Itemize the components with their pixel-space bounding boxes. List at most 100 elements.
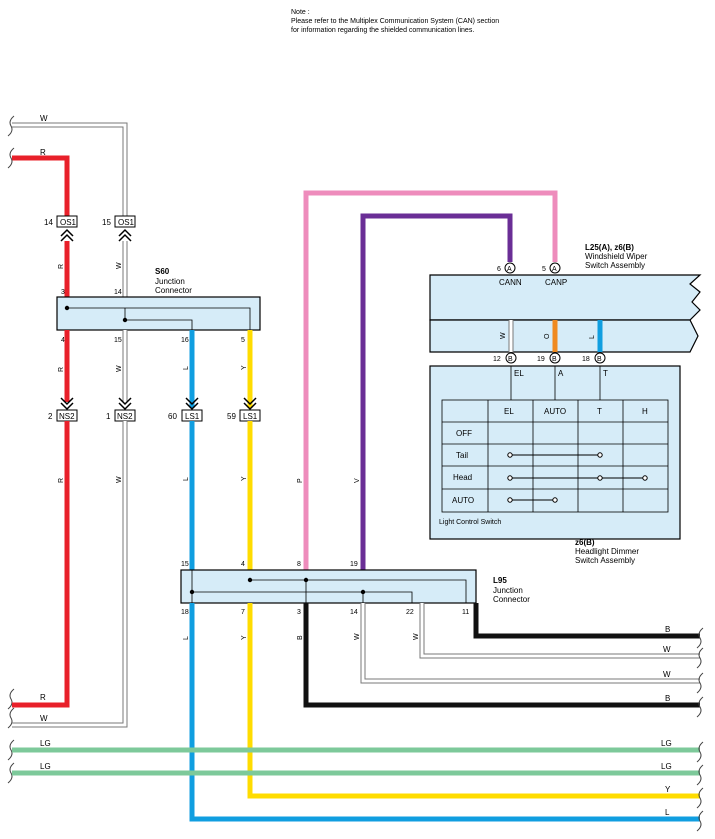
connector-os1-15: OS1 15 (102, 215, 136, 242)
wire-label-y-3: Y (241, 635, 248, 640)
l95-pin-14: 14 (350, 609, 358, 616)
wiper-switch-assembly: L25(A), z6(B) Windshield Wiper Switch As… (429, 243, 702, 364)
note-title: Note : (291, 9, 310, 16)
l95-name-2: Connector (493, 595, 530, 604)
l95-pin-22: 22 (406, 609, 414, 616)
note-line-1: Please refer to the Multiplex Communicat… (291, 18, 499, 25)
wire-w-lower (12, 421, 128, 728)
right-label-w-2: W (663, 670, 671, 679)
wiper-cann-label: CANN (499, 278, 522, 287)
wire-l-18 (189, 603, 700, 822)
wiper-switch-name-1: Windshield Wiper (585, 252, 648, 261)
note: Note : Please refer to the Multiplex Com… (291, 9, 499, 34)
wiper-switch-name-2: Switch Assembly (585, 261, 645, 270)
svg-text:LS1: LS1 (185, 412, 200, 421)
wire-label-r-1: R (58, 264, 65, 269)
wire-label-w-4: W (354, 633, 361, 640)
l95-pin-18: 18 (181, 609, 189, 616)
table-row-tail: Tail (456, 451, 468, 460)
wire-label-l-int: L (589, 335, 596, 339)
l95-pin-4: 4 (241, 561, 245, 568)
connector-ns2-2: NS2 2 (48, 397, 78, 422)
wire-p-canp (303, 190, 558, 570)
continuity-auto (507, 497, 558, 503)
wiper-canp-label: CANP (545, 278, 567, 287)
s60-name-1: Junction (155, 277, 185, 286)
l95-pin-3: 3 (297, 609, 301, 616)
continuity-tail (507, 452, 603, 458)
left-label-lg-1: LG (40, 739, 51, 748)
l95-pin-7: 7 (241, 609, 245, 616)
svg-text:NS2: NS2 (59, 412, 75, 421)
left-label-lg-2: LG (40, 762, 51, 771)
wire-w-22 (419, 603, 700, 659)
s60-pin-14: 14 (114, 289, 122, 296)
connector-os1-14-pin: 14 (44, 218, 53, 227)
light-switch-caption: Light Control Switch (439, 519, 501, 526)
wiper-pin-18: 18 (582, 356, 590, 363)
switch-table (441, 399, 669, 513)
svg-text:NS2: NS2 (117, 412, 133, 421)
wire-v-cann (360, 213, 513, 570)
s60-junction-connector: S60 Junction Connector 3 14 4 15 16 5 (56, 267, 261, 344)
l95-pin-15: 15 (181, 561, 189, 568)
wire-y-7 (247, 603, 700, 799)
term-label-t: T (603, 369, 608, 378)
right-label-b-2: B (665, 694, 670, 703)
svg-text:OS1: OS1 (118, 218, 135, 227)
wire-label-w-3: W (116, 476, 123, 483)
svg-text:B: B (508, 356, 513, 363)
wire-label-y-2: Y (241, 476, 248, 481)
wire-w-14 (360, 603, 700, 684)
dimmer-name-2: Switch Assembly (575, 556, 635, 565)
s60-pin-15: 15 (114, 337, 122, 344)
connector-ns2-1-pin: 1 (106, 412, 111, 421)
table-row-auto: AUTO (452, 496, 474, 505)
s60-pin-5: 5 (241, 337, 245, 344)
wire-label-p: P (297, 478, 304, 483)
wiper-pin-5: 5 (542, 266, 546, 273)
svg-text:A: A (552, 266, 557, 273)
right-label-b-1: B (665, 625, 670, 634)
table-header-el: EL (504, 407, 514, 416)
wire-label-w-int: W (500, 332, 507, 339)
wire-label-w-bottom: W (40, 714, 48, 723)
connector-ns2-1: NS2 1 (106, 397, 136, 422)
l95-junction-connector: L95 Junction Connector 15 4 8 19 18 7 3 … (180, 561, 530, 616)
break-marks-right (696, 627, 704, 832)
l95-pin-11: 11 (462, 609, 469, 616)
wire-label-r-bottom: R (40, 693, 46, 702)
svg-text:OS1: OS1 (60, 218, 77, 227)
table-header-t: T (597, 407, 602, 416)
wire-b-3 (303, 603, 700, 708)
svg-text:B: B (597, 356, 602, 363)
break-marks-left (7, 115, 15, 784)
wire-label-l-3: L (183, 636, 190, 640)
wire-label-r-top: R (40, 148, 46, 157)
connector-os1-15-pin: 15 (102, 218, 111, 227)
dimmer-name-1: Headlight Dimmer (575, 547, 639, 556)
continuity-head (507, 475, 648, 481)
term-label-a: A (558, 369, 564, 378)
right-label-w-1: W (663, 645, 671, 654)
table-header-h: H (642, 407, 648, 416)
wire-label-l-1: L (183, 366, 190, 370)
wiper-switch-code: L25(A), z6(B) (585, 243, 634, 252)
s60-pin-16: 16 (181, 337, 189, 344)
l95-pin-8: 8 (297, 561, 301, 568)
connector-os1-14: OS1 14 (44, 215, 78, 242)
right-label-y: Y (665, 785, 671, 794)
s60-code: S60 (155, 267, 170, 276)
wire-label-b-1: B (297, 635, 304, 640)
connector-ls1-60-pin: 60 (168, 412, 177, 421)
wire-label-v: V (354, 478, 361, 483)
l95-code: L95 (493, 576, 507, 585)
wire-label-w-1: W (116, 262, 123, 269)
svg-text:LS1: LS1 (243, 412, 258, 421)
connector-ls1-59-pin: 59 (227, 412, 236, 421)
s60-name-2: Connector (155, 286, 192, 295)
wiper-pin-12: 12 (493, 356, 501, 363)
dimmer-code: z6(B) (575, 538, 595, 547)
wire-label-l-2: L (183, 477, 190, 481)
